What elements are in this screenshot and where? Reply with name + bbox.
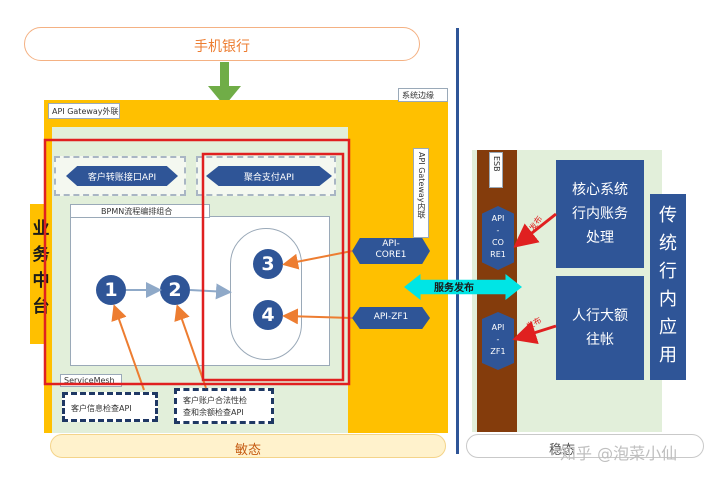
esb-core-hex[interactable]: API - CO RE1 (482, 206, 514, 270)
servicemesh-label: ServiceMesh (64, 376, 115, 385)
api-core1-label: API- CORE1 (375, 239, 407, 260)
mobile-banking-banner: 手机银行 (24, 27, 420, 61)
customer-info-check-box: 客户信息检查API (62, 392, 158, 422)
node-2-label: 2 (168, 279, 182, 301)
node-4[interactable]: 4 (253, 300, 283, 330)
node-1-label: 1 (104, 279, 118, 301)
esb-zf-label: API - ZF1 (490, 323, 506, 356)
node-1[interactable]: 1 (96, 275, 126, 305)
system-edge-label-box: 系统边缘 (398, 88, 448, 102)
sensitive-zone-label: 敏态 (234, 443, 261, 458)
middle-platform-frame (43, 138, 351, 386)
esb-label-box: ESB (489, 152, 503, 188)
legacy-apps-box: 传统行内应用 (650, 194, 686, 380)
customer-info-check-label: 客户信息检查API (71, 404, 132, 413)
api-gateway-internal-label-box: API Gateway内联 (413, 148, 429, 238)
service-publish-label: 服务发布 (434, 283, 474, 294)
account-check-label: 客户账户合法性检 查和余额检查API (183, 396, 247, 417)
large-payment-label: 人行大额 往帐 (572, 308, 628, 348)
large-payment-box: 人行大额 往帐 (556, 276, 644, 380)
core-system-label: 核心系统 行内账务 处理 (572, 182, 628, 246)
system-edge-label: 系统边缘 (402, 91, 434, 100)
watermark: 知乎 @泡菜小仙 (560, 444, 678, 463)
payment-api-label: 聚合支付API (243, 173, 295, 183)
node-2[interactable]: 2 (160, 275, 190, 305)
transfer-api-label: 客户转账接口API (87, 173, 157, 183)
payment-api-button[interactable]: 聚合支付API (206, 166, 332, 186)
divider-line (456, 28, 459, 454)
stable-zone-banner: 稳态 (466, 434, 704, 458)
api-gateway-internal-label: API Gateway内联 (417, 152, 426, 219)
esb-zf-hex[interactable]: API - ZF1 (482, 312, 514, 370)
esb-label: ESB (492, 156, 501, 172)
node-3-label: 3 (261, 253, 275, 275)
transfer-api-button[interactable]: 客户转账接口API (66, 166, 178, 186)
api-zf1-button[interactable]: API-ZF1 (352, 307, 430, 329)
esb-core-label: API - CO RE1 (490, 214, 506, 259)
node-4-label: 4 (261, 304, 275, 326)
legacy-apps-label: 传统行内应用 (659, 205, 677, 366)
api-gateway-external-label: API Gateway外联 (52, 107, 119, 116)
bpmn-label-box: BPMN流程编排组合 (70, 204, 210, 218)
core-system-box: 核心系统 行内账务 处理 (556, 160, 644, 268)
bpmn-label: BPMN流程编排组合 (101, 207, 173, 216)
payment-frame (201, 152, 345, 382)
sensitive-zone-banner: 敏态 (50, 434, 446, 458)
api-gateway-external-label-box: API Gateway外联 (48, 103, 120, 119)
mobile-banking-label: 手机银行 (194, 39, 250, 55)
api-core1-button[interactable]: API- CORE1 (352, 238, 430, 264)
stable-zone-label: 稳态 (549, 443, 576, 458)
node-3[interactable]: 3 (253, 249, 283, 279)
account-check-box: 客户账户合法性检 查和余额检查API (174, 388, 274, 424)
api-zf1-label: API-ZF1 (373, 312, 409, 322)
